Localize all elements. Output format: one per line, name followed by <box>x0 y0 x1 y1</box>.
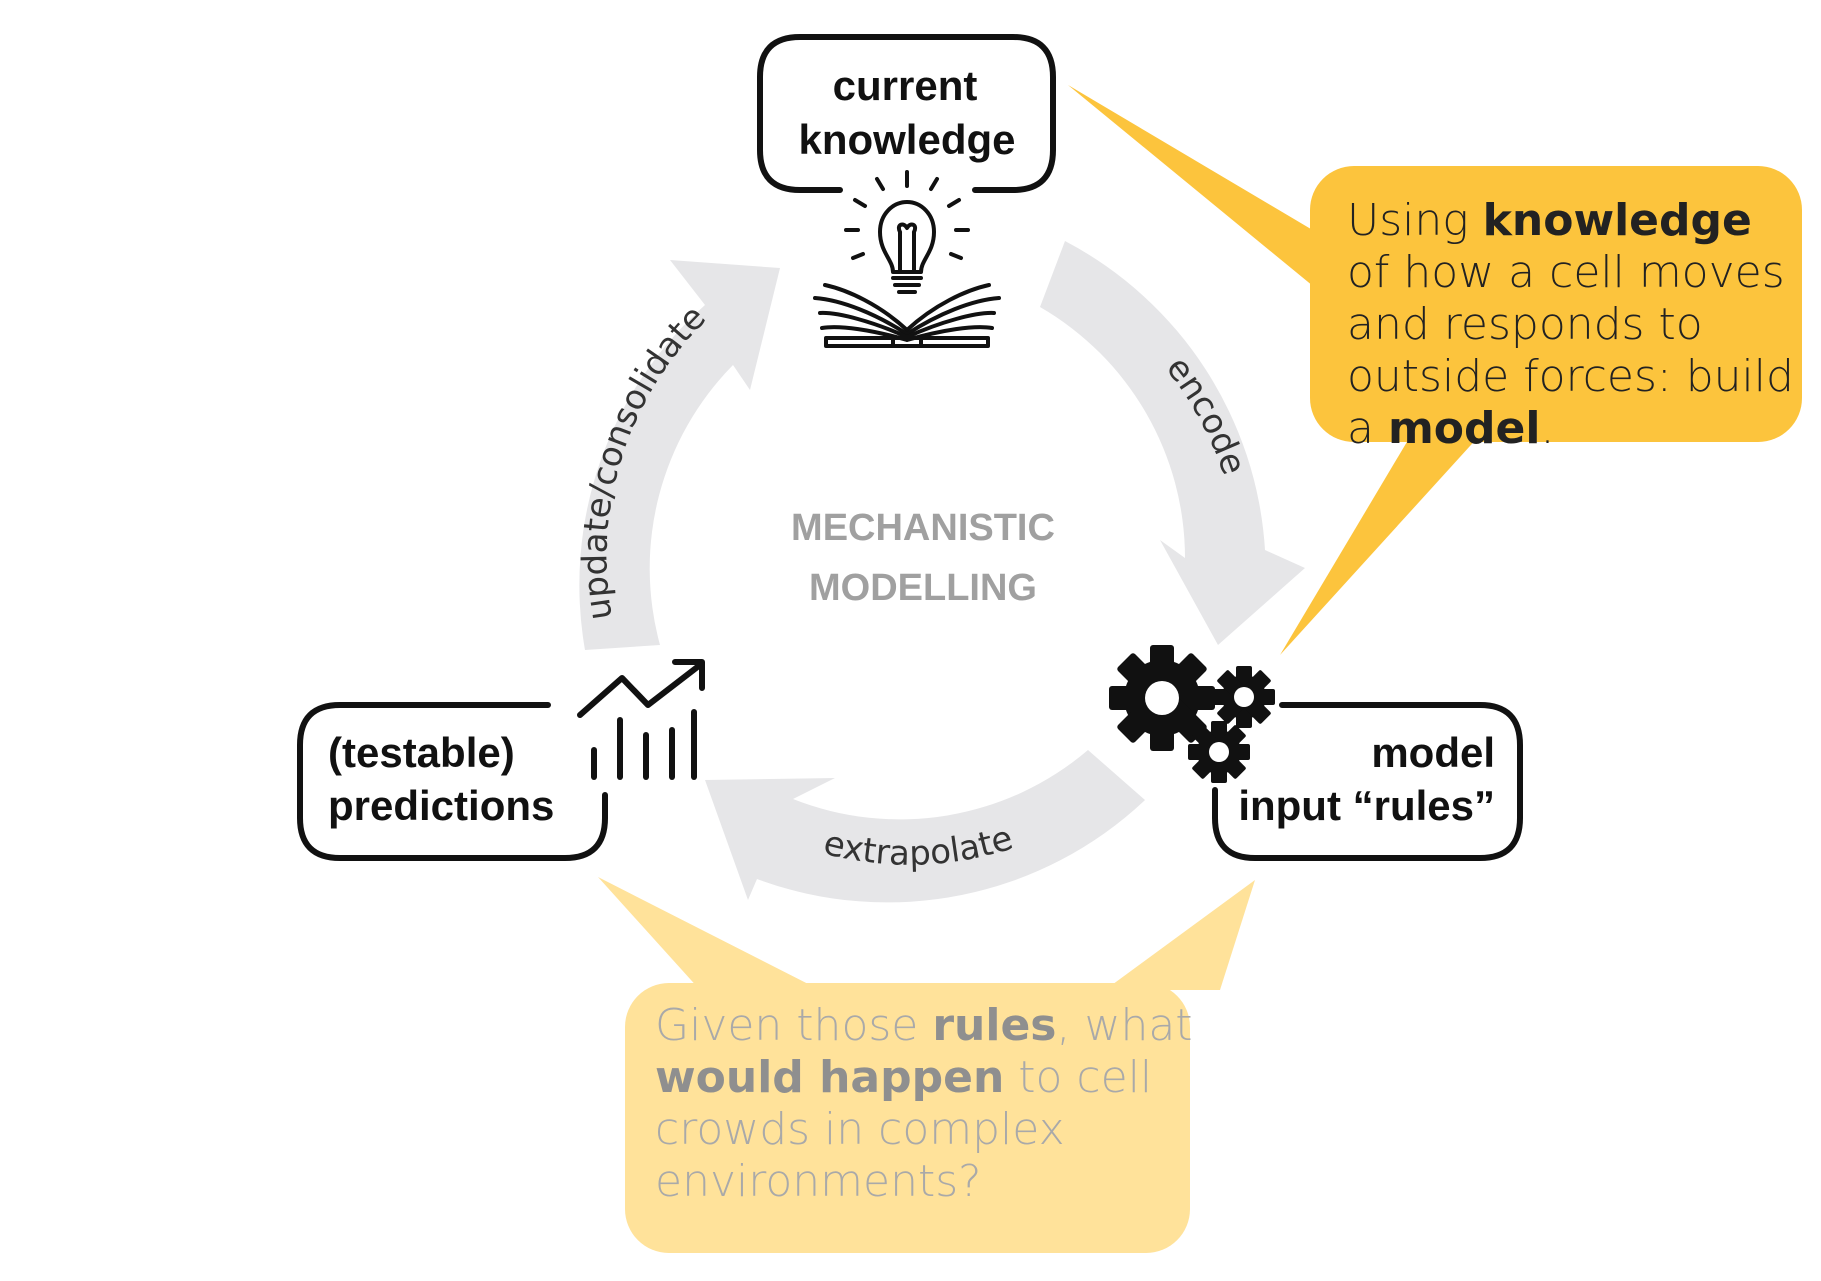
callout-bottom-pointer-right <box>1105 880 1255 990</box>
gears-icon <box>1109 645 1275 783</box>
predictions-label-line2: predictions <box>328 782 554 829</box>
callout-top-text: Using knowledge of how a cell moves and … <box>1347 195 1794 454</box>
predictions-box <box>297 702 608 861</box>
rules-label-line1: model <box>1371 729 1495 776</box>
arrow-extrapolate <box>705 750 1145 903</box>
knowledge-box <box>757 34 1056 193</box>
callout-bottom-pointer-left <box>598 877 820 990</box>
callout-top-pointer <box>1068 85 1380 300</box>
lightbulb-book-icon <box>813 170 1001 348</box>
cycle-arrows <box>579 241 1305 903</box>
arrow-update <box>579 260 780 650</box>
center-title-line2: MODELLING <box>809 567 1037 609</box>
knowledge-label-line2: knowledge <box>798 116 1015 163</box>
center-title-line1: MECHANISTIC <box>791 507 1055 549</box>
callout-top-pointer-bottom <box>1280 420 1480 655</box>
knowledge-label-line1: current <box>833 62 978 109</box>
callout-top-bubble <box>1310 166 1802 442</box>
trend-chart-icon <box>577 659 705 780</box>
callout-bottom-bubble <box>625 983 1190 1253</box>
rules-label-line2: input “rules” <box>1238 782 1495 829</box>
rules-box <box>1212 702 1523 861</box>
predictions-label-line1: (testable) <box>328 729 515 776</box>
arrow-encode <box>1040 241 1305 645</box>
callout-bottom-text: Given those rules, what would happen to … <box>655 1000 1193 1207</box>
